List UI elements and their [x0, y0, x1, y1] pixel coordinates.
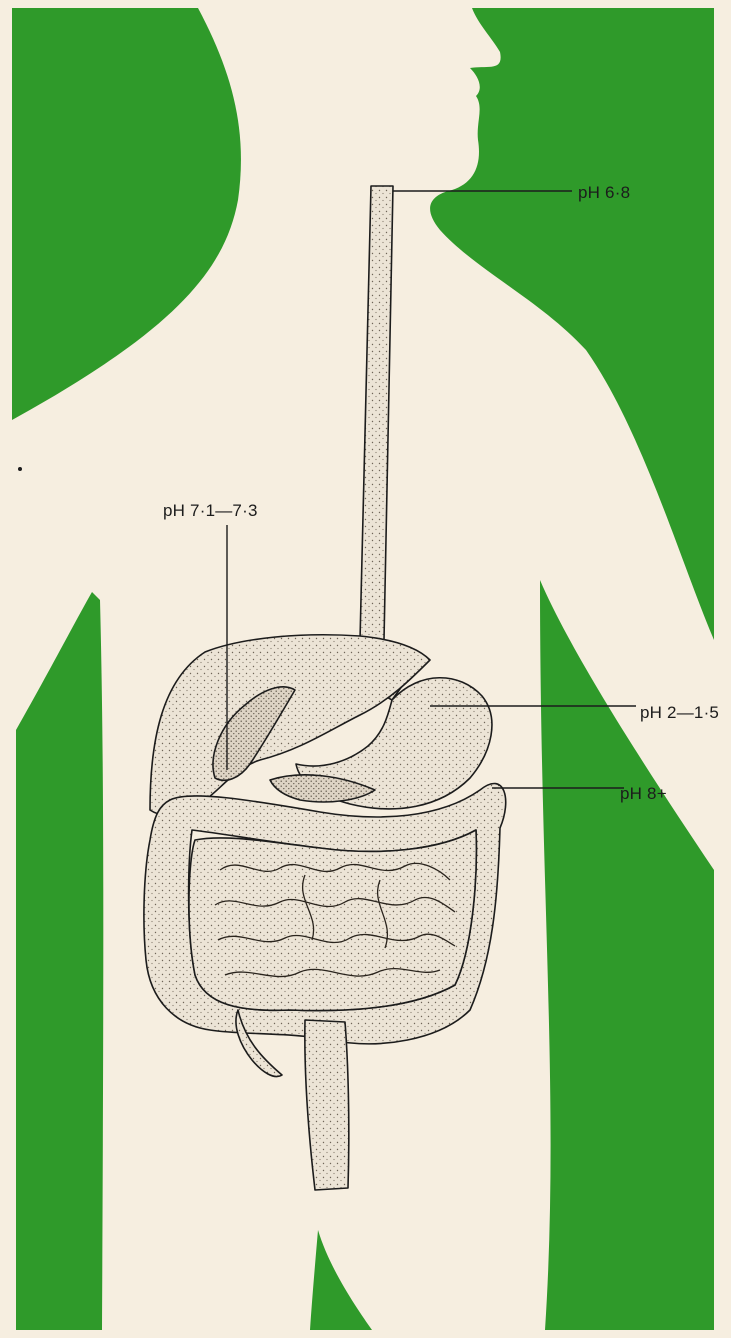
left-arm-green — [16, 592, 103, 1330]
legs-gap-green — [310, 1230, 372, 1330]
small-intestine — [189, 830, 476, 1011]
right-arm-green — [540, 580, 714, 1330]
bile-duct-ph-label: pH 7·1—7·3 — [163, 502, 258, 519]
left-shoulder-green — [12, 8, 241, 420]
esophagus — [360, 186, 405, 700]
stomach-ph-label: pH 2—1·5 — [640, 704, 719, 721]
right-head-green — [430, 8, 714, 640]
rectum — [305, 1020, 349, 1190]
speck-mark — [18, 467, 22, 471]
duodenum-ph-label: pH 8+ — [620, 785, 667, 802]
digestive-organs — [144, 186, 506, 1190]
mouth-ph-label: pH 6·8 — [578, 184, 630, 201]
